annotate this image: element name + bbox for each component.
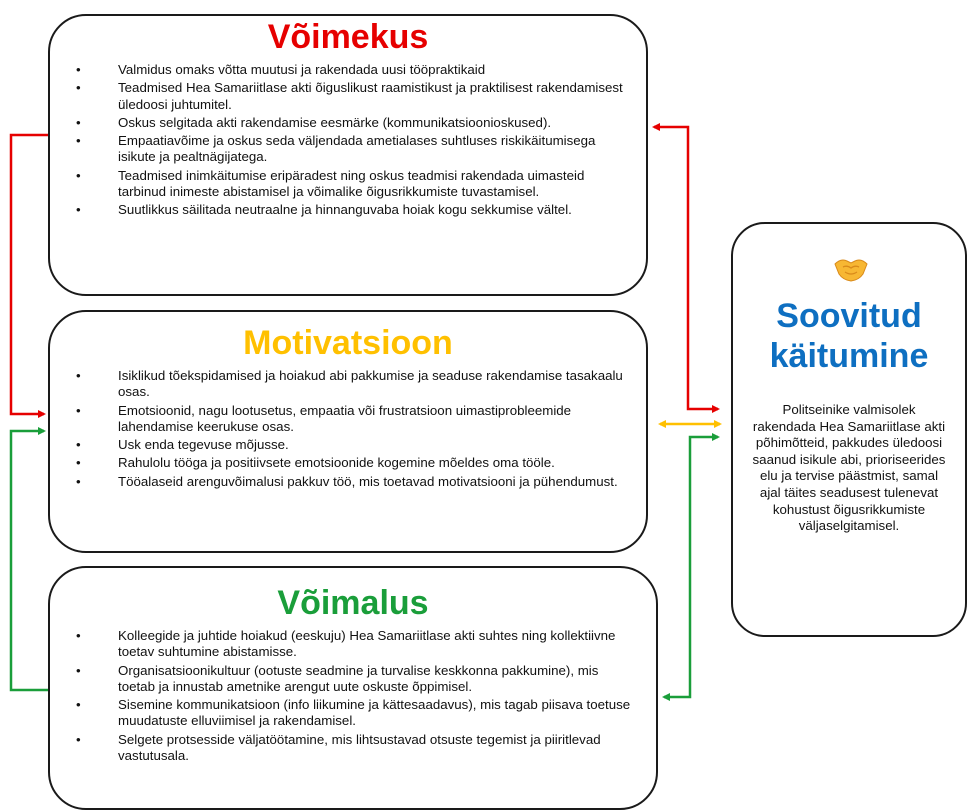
list-item: Tööalaseid arenguvõimalusi pakkuv töö, m…: [76, 474, 626, 491]
list-item: Rahulolu tööga ja positiivsete emotsioon…: [76, 455, 626, 472]
arrow-opportunity-behaviour: [662, 433, 720, 701]
behaviour-box: Soovitud käitumine Politseinike valmisol…: [731, 222, 967, 637]
arrow-opportunity-to-motivation: [9, 427, 48, 692]
motivation-list: Isiklikud tõekspidamised ja hoiakud abi …: [76, 368, 626, 492]
behaviour-description: Politseinike valmisolek rakendada Hea Sa…: [752, 402, 946, 534]
opportunity-list: Kolleegide ja juhtide hoiakud (eeskuju) …: [76, 628, 636, 766]
list-item: Isiklikud tõekspidamised ja hoiakud abi …: [76, 368, 626, 401]
list-item: Teadmised Hea Samariitlase akti õiguslik…: [76, 80, 636, 113]
list-item: Teadmised inimkäitumise eripäradest ning…: [76, 168, 636, 201]
list-item: Sisemine kommunikatsioon (info liikumine…: [76, 697, 636, 730]
list-item: Valmidus omaks võtta muutusi ja rakendad…: [76, 62, 636, 79]
motivation-box: Motivatsioon Isiklikud tõekspidamised ja…: [48, 310, 648, 553]
list-item: Oskus selgitada akti rakendamise eesmärk…: [76, 115, 636, 132]
capability-box: Võimekus Valmidus omaks võtta muutusi ja…: [48, 14, 648, 296]
opportunity-box: Võimalus Kolleegide ja juhtide hoiakud (…: [48, 566, 658, 810]
capability-title: Võimekus: [267, 18, 429, 56]
motivation-title: Motivatsioon: [243, 324, 453, 362]
handshake-icon: [834, 259, 868, 282]
arrow-capability-behaviour: [652, 123, 720, 413]
arrow-capability-to-motivation: [9, 133, 48, 418]
list-item: Empaatiavõime ja oskus seda väljendada a…: [76, 133, 636, 166]
list-item: Selgete protsesside väljatöötamine, mis …: [76, 732, 636, 765]
behaviour-title: Soovitud käitumine: [769, 297, 929, 375]
list-item: Kolleegide ja juhtide hoiakud (eeskuju) …: [76, 628, 636, 661]
list-item: Suutlikkus säilitada neutraalne ja hinna…: [76, 202, 636, 219]
list-item: Usk enda tegevuse mõjusse.: [76, 437, 626, 454]
capability-list: Valmidus omaks võtta muutusi ja rakendad…: [76, 62, 636, 221]
list-item: Emotsioonid, nagu lootusetus, empaatia v…: [76, 403, 626, 436]
opportunity-title: Võimalus: [277, 584, 429, 622]
list-item: Organisatsioonikultuur (ootuste seadmine…: [76, 663, 636, 696]
